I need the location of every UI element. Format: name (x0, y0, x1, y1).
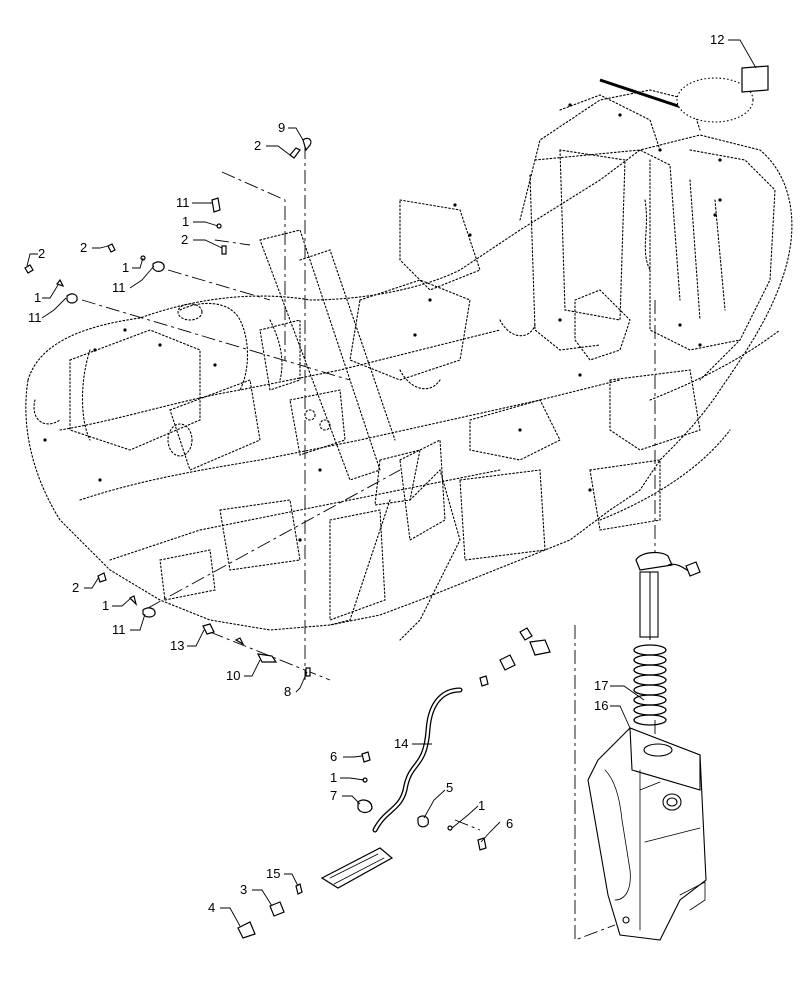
callout-2: 2 (72, 580, 79, 595)
callout-15: 15 (266, 866, 280, 881)
callout-6: 6 (330, 749, 337, 764)
decal-plate (741, 65, 769, 93)
leader-lines (26, 39, 757, 927)
callout-10: 10 (226, 668, 240, 683)
callout-2: 2 (254, 138, 261, 153)
sender-spring (633, 644, 667, 726)
callout-2: 2 (80, 240, 87, 255)
pedal-assembly (320, 687, 463, 889)
callout-11: 11 (28, 310, 42, 325)
callout-2: 2 (38, 246, 45, 261)
callout-9: 9 (278, 120, 285, 135)
callout-1: 1 (330, 770, 337, 785)
callout-17: 17 (594, 678, 608, 693)
chassis-frame (25, 77, 793, 641)
callout-7: 7 (330, 788, 337, 803)
callout-11: 11 (176, 195, 190, 210)
callout-1: 1 (122, 260, 129, 275)
callout-8: 8 (284, 684, 291, 699)
callout-1: 1 (102, 598, 109, 613)
callout-1: 1 (478, 798, 485, 813)
callout-6: 6 (506, 816, 513, 831)
callout-1: 1 (34, 290, 41, 305)
callout-3: 3 (240, 882, 247, 897)
phantom-lines (81, 145, 656, 941)
callout-14: 14 (394, 736, 408, 751)
callout-11: 11 (112, 622, 126, 637)
callout-2: 2 (181, 232, 188, 247)
callouts: 12 9 2 11 1 2 2 2 1 11 1 11 2 1 11 13 10… (28, 32, 724, 915)
fuel-tank (587, 727, 707, 941)
callout-12: 12 (710, 32, 724, 47)
callout-16: 16 (594, 698, 608, 713)
callout-13: 13 (170, 638, 184, 653)
callout-11: 11 (112, 280, 126, 295)
fuel-sender (633, 551, 701, 726)
callout-1: 1 (182, 214, 189, 229)
hardware (24, 137, 551, 939)
callout-4: 4 (208, 900, 215, 915)
callout-5: 5 (446, 780, 453, 795)
